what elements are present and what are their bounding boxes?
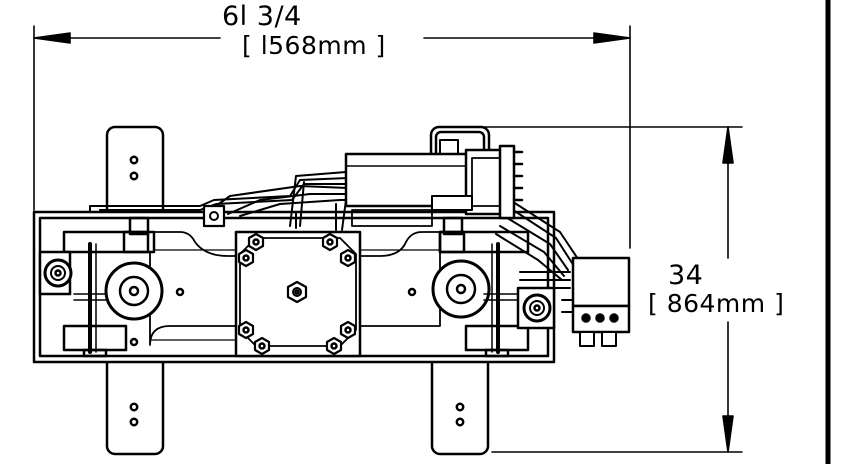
motor-plate [234,230,362,358]
right-pulley [407,216,556,358]
outrigger-bottom-left [105,348,165,456]
height-dimension [465,126,743,453]
outrigger-bottom-right [430,348,490,456]
left-pulley [38,216,185,358]
width-dimension [33,25,631,249]
pump-unit [344,139,524,220]
width-dimension-imperial: 6l 3/4 [222,1,302,32]
valve-block [561,256,631,347]
outrigger-top-left [105,125,165,219]
width-dimension-metric: [ l568mm ] [242,31,386,60]
height-dimension-imperial: 34 [668,260,704,291]
hydraulic-lines [89,171,581,289]
height-dimension-metric: [ 864mm ] [648,289,785,318]
